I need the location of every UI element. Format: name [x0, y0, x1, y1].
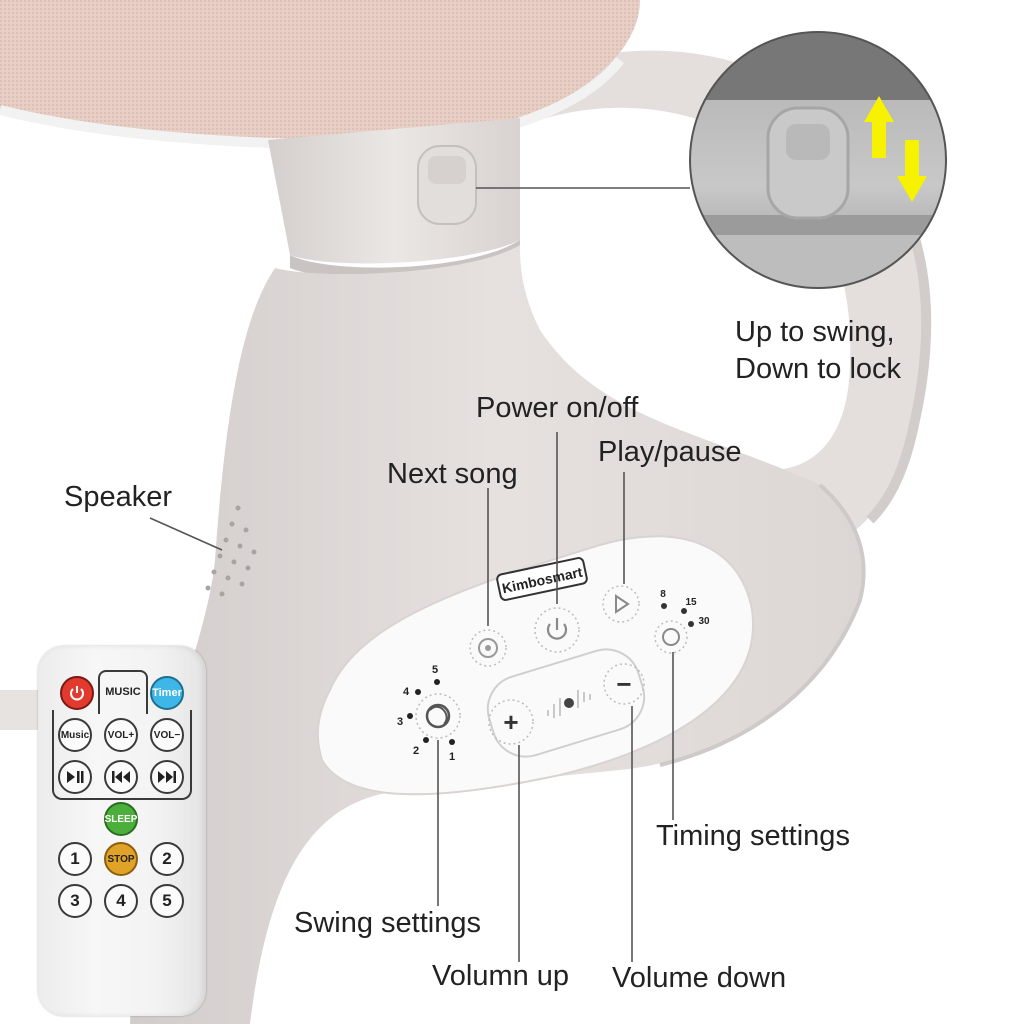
up-down-arrows-icon [864, 96, 927, 202]
leader-lines [149, 187, 690, 962]
timer-level-8: 8 [660, 589, 666, 600]
play-pause-icon [67, 771, 84, 783]
brand-badge [496, 557, 588, 601]
volume-strip [486, 648, 646, 758]
remote-stop-button[interactable]: STOP [104, 842, 138, 876]
swing-level-4: 4 [403, 686, 410, 698]
volume-down-glyph: − [616, 669, 631, 699]
remote-power-button[interactable] [60, 676, 94, 710]
next-song-label: Next song [387, 458, 518, 490]
remote-music-button[interactable]: Music [58, 718, 92, 752]
timer-level-30: 30 [698, 616, 710, 627]
remote-num-5[interactable]: 5 [150, 884, 184, 918]
play-pause-button [602, 585, 640, 623]
previous-track-icon [112, 771, 130, 783]
remote-num-1[interactable]: 1 [58, 842, 92, 876]
next-song-button [469, 629, 507, 667]
speaker-grille [205, 505, 257, 597]
column [268, 118, 520, 264]
volume-up-label: Volumn up [432, 960, 570, 992]
up-to-swing-text: Up to swing, [735, 316, 895, 348]
power-button [534, 607, 580, 653]
remote-next-button[interactable] [150, 760, 184, 794]
swing-level-5: 5 [432, 664, 438, 676]
play-pause-label: Play/pause [598, 436, 742, 468]
speaker-label: Speaker [64, 481, 173, 513]
remote-timer-button[interactable]: Timer [150, 676, 184, 710]
down-to-lock-text: Down to lock [735, 353, 902, 385]
remote-music-tab-label: MUSIC [105, 686, 141, 698]
volume-down-label: Volume down [612, 962, 787, 994]
swing-label: Swing settings [294, 907, 481, 939]
timer-button [654, 603, 694, 654]
timer-level-15: 15 [685, 597, 697, 608]
volume-up-glyph: + [503, 707, 518, 737]
remote-prev-button[interactable] [104, 760, 138, 794]
remote-vol-plus-button[interactable]: VOL+ [104, 718, 138, 752]
remote-music-group [52, 710, 192, 800]
swing-level-1: 1 [449, 751, 455, 763]
power-icon [70, 686, 84, 701]
remote-num-4[interactable]: 4 [104, 884, 138, 918]
remote-play-pause-button[interactable] [58, 760, 92, 794]
swing-dial [407, 679, 461, 745]
seat-fabric [0, 0, 640, 144]
timing-label: Timing settings [656, 820, 850, 852]
remote-num-3[interactable]: 3 [58, 884, 92, 918]
remote-music-tab [98, 670, 148, 714]
next-track-icon [158, 771, 176, 783]
lock-instructions: Up to swing, Down to lock [735, 314, 901, 388]
swing-level-3: 3 [397, 716, 403, 728]
swing-level-2: 2 [413, 745, 419, 757]
remote-num-2[interactable]: 2 [150, 842, 184, 876]
remote-vol-minus-button[interactable]: VOL− [150, 718, 184, 752]
remote-control: MUSIC Timer Music VOL+ VOL− SLEEP 1 STOP… [38, 646, 206, 1016]
remote-sleep-button[interactable]: SLEEP [104, 802, 138, 836]
power-label: Power on/off [476, 392, 639, 424]
